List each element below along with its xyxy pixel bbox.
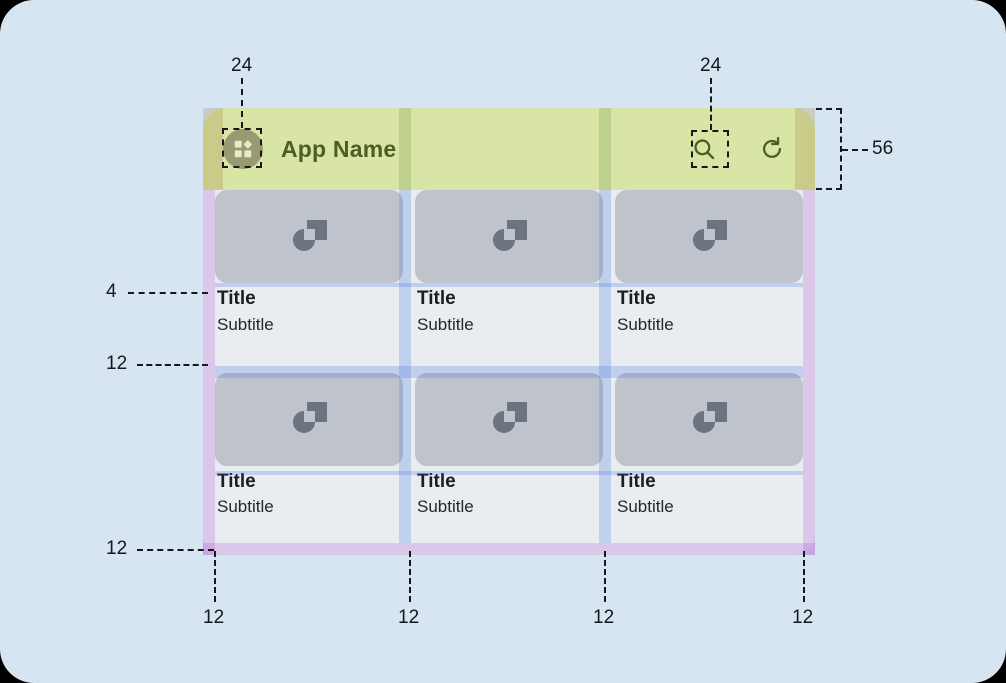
- measure-bracket-app-bar-height: [816, 108, 842, 190]
- leader-line-row-gap: [137, 364, 208, 366]
- card-title: Title: [217, 470, 256, 492]
- leader-line-column-gap-1: [409, 551, 411, 602]
- image-placeholder-icon: [415, 372, 603, 466]
- card-subtitle: Subtitle: [417, 497, 474, 517]
- card-subtitle: Subtitle: [417, 314, 474, 334]
- annotation-column-gap-2: 12: [593, 607, 615, 628]
- app-mock: App Name: [203, 108, 815, 555]
- leader-line-app-bar-height: [842, 149, 868, 151]
- annotation-column-gap-1: 12: [398, 607, 420, 628]
- card-title: Title: [417, 288, 456, 309]
- refresh-icon[interactable]: [753, 130, 791, 168]
- card-title: Title: [617, 288, 656, 309]
- app-bar-content: App Name: [203, 108, 815, 190]
- list-item[interactable]: Title Subtitle: [415, 372, 603, 544]
- list-item[interactable]: Title Subtitle: [615, 372, 803, 544]
- annotation-right-padding: 12: [792, 607, 814, 628]
- app-bar: App Name: [203, 108, 815, 190]
- card-text: Title Subtitle: [615, 287, 803, 361]
- search-icon[interactable]: [685, 130, 723, 168]
- image-placeholder-icon: [215, 372, 403, 466]
- card-grid: Title Subtitle Title Subtitle: [203, 190, 815, 555]
- card-title: Title: [417, 470, 456, 492]
- leader-line-column-gap-2: [604, 551, 606, 602]
- annotation-app-bar-height: 56: [872, 138, 894, 159]
- card-subtitle: Subtitle: [617, 497, 674, 517]
- annotation-title-gap: 4: [106, 281, 117, 302]
- page-title: App Name: [281, 135, 397, 162]
- card-text: Title Subtitle: [415, 470, 603, 544]
- list-item[interactable]: Title Subtitle: [215, 190, 403, 361]
- annotation-search-icon-size: 24: [700, 55, 722, 76]
- list-item[interactable]: Title Subtitle: [415, 190, 603, 361]
- leader-line-left-padding: [214, 551, 216, 602]
- annotation-left-padding: 12: [203, 607, 225, 628]
- list-item[interactable]: Title Subtitle: [615, 190, 803, 361]
- image-placeholder-icon: [615, 372, 803, 466]
- card-text: Title Subtitle: [415, 287, 603, 361]
- card-text: Title Subtitle: [215, 287, 403, 361]
- card-title: Title: [217, 288, 256, 309]
- card-subtitle: Subtitle: [217, 497, 274, 517]
- annotation-row-gap: 12: [106, 353, 128, 374]
- card-subtitle: Subtitle: [617, 314, 674, 334]
- image-placeholder-icon: [415, 190, 603, 283]
- dashboard-grid-icon[interactable]: [223, 129, 263, 169]
- card-subtitle: Subtitle: [217, 314, 274, 334]
- annotation-nav-icon-size: 24: [231, 55, 253, 76]
- card-text: Title Subtitle: [215, 470, 403, 544]
- card-text: Title Subtitle: [615, 470, 803, 544]
- list-item[interactable]: Title Subtitle: [215, 372, 403, 544]
- card-title: Title: [617, 470, 656, 492]
- annotation-bottom-padding: 12: [106, 538, 128, 559]
- image-placeholder-icon: [615, 190, 803, 283]
- image-placeholder-icon: [215, 190, 403, 283]
- leader-line-title-gap: [128, 292, 208, 294]
- leader-line-right-padding: [803, 551, 805, 602]
